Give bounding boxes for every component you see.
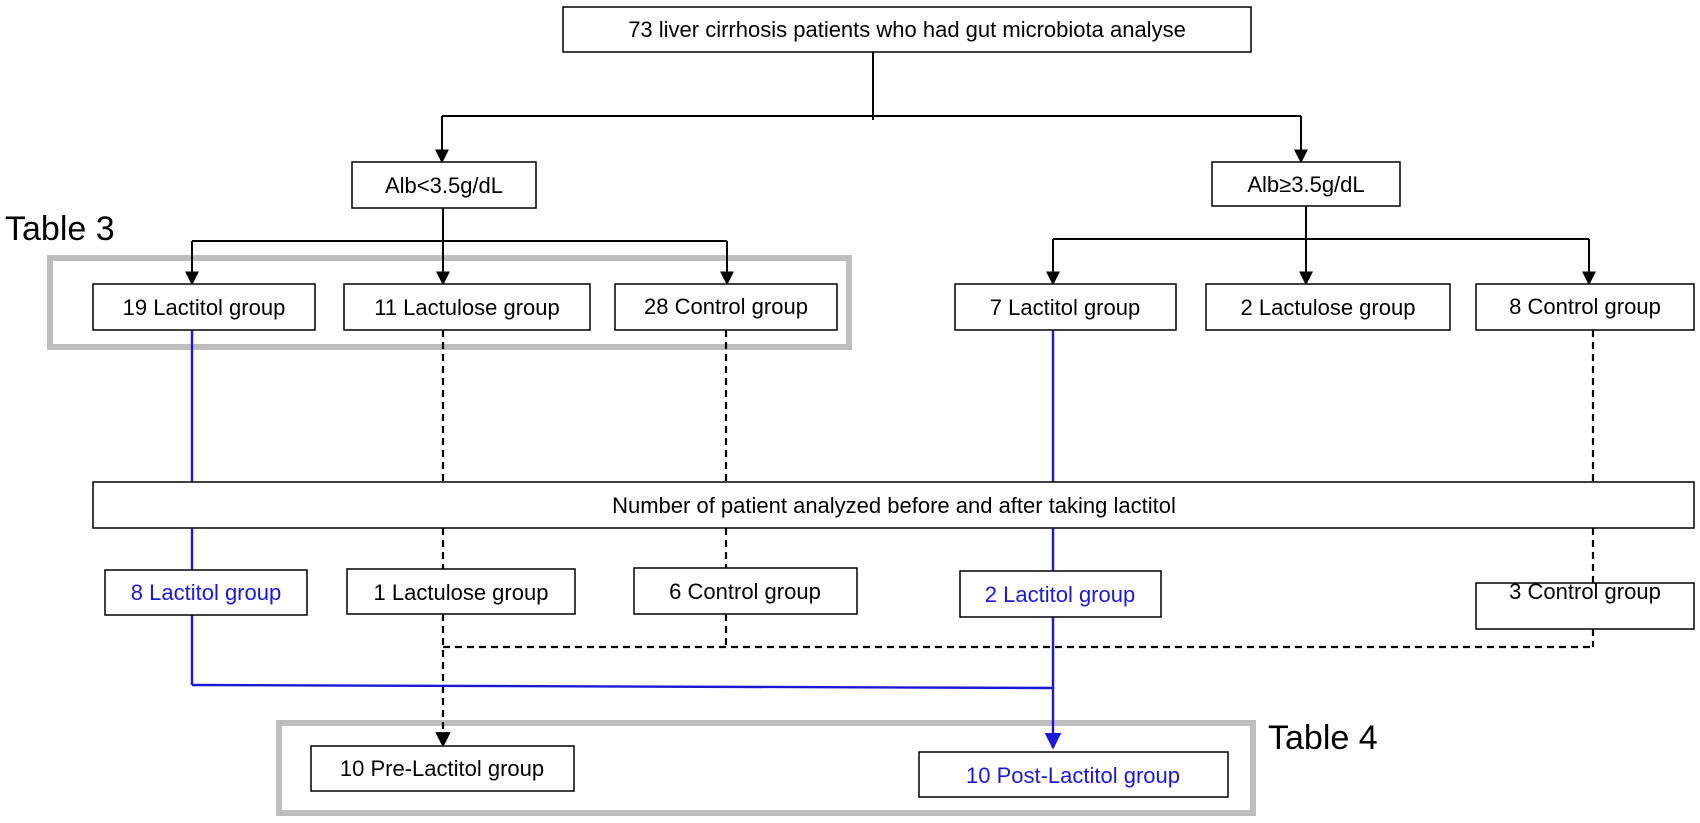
alb-low-node: Alb<3.5g/dL (351, 161, 537, 209)
high-control-label: 8 Control group (1509, 294, 1661, 319)
table3-label: Table 3 (5, 210, 115, 248)
alb-low-label: Alb<3.5g/dL (385, 173, 503, 198)
low-lactulose-node: 11 Lactulose group (343, 283, 591, 331)
pre-lactitol-node: 10 Pre-Lactitol group (310, 745, 575, 792)
root-node: 73 liver cirrhosis patients who had gut … (562, 6, 1252, 53)
after-high-lactitol-label: 2 Lactitol group (985, 582, 1135, 607)
high-lactulose-node: 2 Lactulose group (1205, 283, 1451, 331)
after-high-control-label: 3 Control group (1509, 579, 1661, 604)
after-low-control-node: 6 Control group (633, 567, 858, 615)
analysis-bar-label: Number of patient analyzed before and af… (612, 493, 1176, 518)
lactitol-connectors (190, 330, 1062, 750)
high-lactitol-label: 7 Lactitol group (990, 295, 1140, 320)
after-high-control-node: 3 Control group (1475, 579, 1695, 630)
analysis-bar: Number of patient analyzed before and af… (92, 481, 1695, 529)
after-low-lactulose-label: 1 Lactulose group (374, 580, 549, 605)
alb-high-label: Alb≥3.5g/dL (1247, 172, 1364, 197)
low-lactitol-node: 19 Lactitol group (92, 283, 316, 331)
post-lactitol-node: 10 Post-Lactitol group (918, 751, 1229, 798)
after-high-lactitol-node: 2 Lactitol group (959, 570, 1162, 618)
low-control-label: 28 Control group (644, 294, 808, 319)
after-low-lactulose-node: 1 Lactulose group (346, 568, 576, 615)
root-label: 73 liver cirrhosis patients who had gut … (628, 17, 1186, 42)
after-low-lactitol-node: 8 Lactitol group (104, 569, 308, 616)
high-control-node: 8 Control group (1475, 283, 1695, 331)
low-lactulose-label: 11 Lactulose group (374, 295, 560, 320)
high-lactitol-node: 7 Lactitol group (954, 283, 1177, 331)
after-low-lactitol-label: 8 Lactitol group (131, 580, 281, 605)
low-lactitol-label: 19 Lactitol group (123, 295, 286, 320)
low-control-node: 28 Control group (614, 283, 838, 331)
table4-label: Table 4 (1268, 719, 1378, 757)
alb-high-node: Alb≥3.5g/dL (1211, 161, 1401, 207)
tree-connectors (185, 52, 1596, 286)
table3-frame (47, 255, 852, 350)
pre-lactitol-label: 10 Pre-Lactitol group (340, 756, 544, 781)
post-lactitol-label: 10 Post-Lactitol group (966, 763, 1180, 788)
table4-frame (276, 720, 1256, 816)
high-lactulose-label: 2 Lactulose group (1241, 295, 1416, 320)
after-low-control-label: 6 Control group (669, 579, 821, 604)
dashed-connectors (435, 330, 1595, 748)
